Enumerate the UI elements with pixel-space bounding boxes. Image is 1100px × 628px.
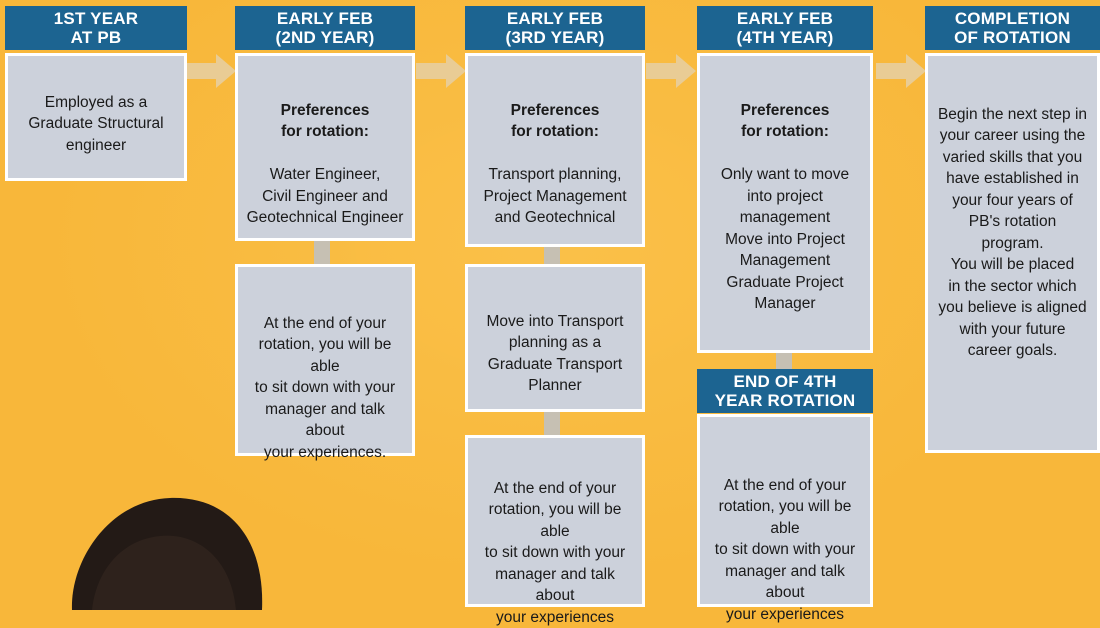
arrow-right-icon — [186, 54, 236, 88]
step-header-3rd-year: EARLY FEB (3RD YEAR) — [465, 6, 645, 50]
box-text: Employed as a Graduate Structural engine… — [28, 93, 164, 154]
step-box-3rd-year-end: At the end of your rotation, you will be… — [465, 435, 645, 626]
box-text: Transport planning, Project Management a… — [483, 166, 627, 226]
box-text: Water Engineer, Civil Engineer and Geote… — [246, 166, 404, 226]
step-box-4th-year-preferences: Preferences for rotation: Only want to m… — [697, 53, 873, 353]
step-box-completion: Begin the next step in your career using… — [925, 53, 1100, 453]
box-text: At the end of your rotation, you will be… — [484, 479, 626, 626]
box-text: Begin the next step in your career using… — [937, 105, 1088, 360]
step-header-1st-year: 1ST YEAR AT PB — [5, 6, 187, 50]
box-text: At the end of your rotation, you will be… — [714, 476, 856, 623]
connector — [776, 350, 792, 370]
box-bold-text: Preferences for rotation: — [740, 101, 830, 141]
step-box-2nd-year-preferences: Preferences for rotation: Water Engineer… — [235, 53, 415, 241]
box-text: Only want to move into project managemen… — [720, 166, 850, 312]
step-header-completion: COMPLETION OF ROTATION — [925, 6, 1100, 50]
box-bold-text: Preferences for rotation: — [280, 101, 370, 141]
step-box-2nd-year-end: At the end of your rotation, you will be… — [235, 264, 415, 461]
connector — [314, 240, 330, 266]
step-header-2nd-year: EARLY FEB (2ND YEAR) — [235, 6, 415, 50]
connector — [544, 246, 560, 266]
arrow-right-icon — [876, 54, 926, 88]
step-header-end-of-4th-year: END OF 4TH YEAR ROTATION — [697, 369, 873, 413]
step-header-4th-year: EARLY FEB (4TH YEAR) — [697, 6, 873, 50]
arrow-right-icon — [416, 54, 466, 88]
step-box-4th-year-end: At the end of your rotation, you will be… — [697, 414, 873, 623]
arrow-right-icon — [646, 54, 696, 88]
connector — [544, 410, 560, 436]
step-box-3rd-year-move: Move into Transport planning as a Gradua… — [465, 264, 645, 412]
box-text: At the end of your rotation, you will be… — [254, 314, 396, 461]
step-box-3rd-year-preferences: Preferences for rotation: Transport plan… — [465, 53, 645, 247]
box-bold-text: Preferences for rotation: — [510, 101, 600, 141]
step-box-1st-year: Employed as a Graduate Structural engine… — [5, 53, 187, 181]
box-text: Move into Transport planning as a Gradua… — [486, 312, 624, 395]
